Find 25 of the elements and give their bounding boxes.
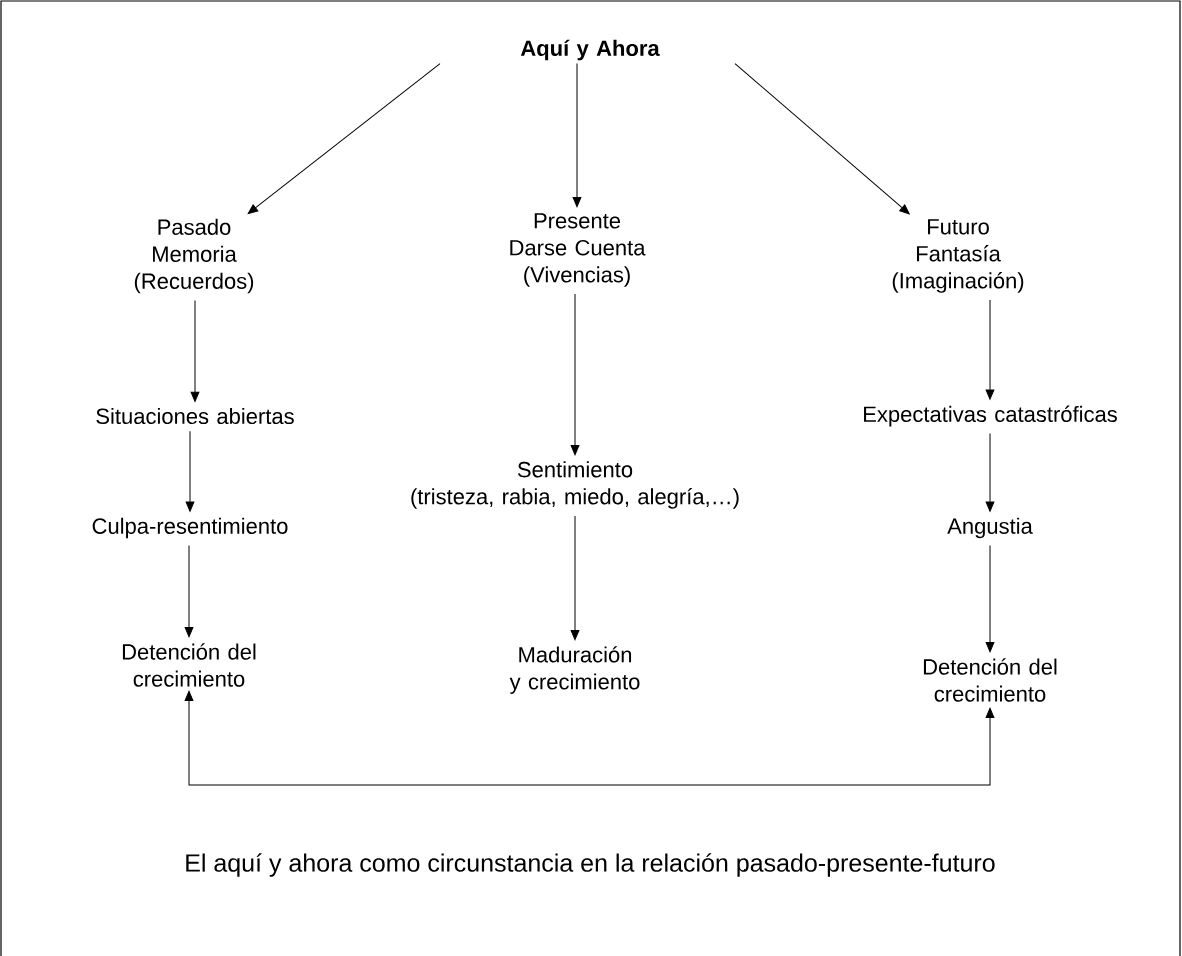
- node-text: Presente Darse Cuenta (Vivencias): [510, 213, 646, 287]
- arrow: [734, 63, 910, 215]
- heading-text: Aquí y Ahora: [520, 39, 660, 61]
- node-text: Sentimiento (tristeza, rabia, miedo, alegría,…): [411, 461, 739, 509]
- arrow: [185, 430, 195, 512]
- arrow: [572, 63, 582, 208]
- node-text: Situaciones abiertas: [96, 407, 294, 425]
- arrow: [184, 544, 194, 638]
- arrow: [985, 433, 995, 512]
- node-text: Angustia: [947, 517, 1033, 539]
- node-text: Futuro Fantasía (Imaginación): [892, 219, 1024, 293]
- arrow: [570, 293, 580, 456]
- arrow: [985, 544, 995, 653]
- node-text: Maduración y crecimiento: [509, 646, 640, 694]
- node-text: Pasado Memoria (Recuerdos): [134, 218, 254, 294]
- arrow: [184, 690, 995, 786]
- node-text: Detención del crecimiento: [122, 643, 256, 687]
- node-text: Culpa-resentimiento: [92, 517, 288, 539]
- node-text: Detención del crecimiento: [923, 658, 1057, 702]
- arrow: [985, 299, 995, 400]
- arrow: [247, 63, 441, 214]
- caption: El aquí y ahora como circunstancia en la relación pasado-presente-futuro: [186, 853, 995, 877]
- arrow: [190, 299, 200, 402]
- arrow: [570, 515, 580, 641]
- node-text: Expectativas catastróficas: [864, 405, 1117, 427]
